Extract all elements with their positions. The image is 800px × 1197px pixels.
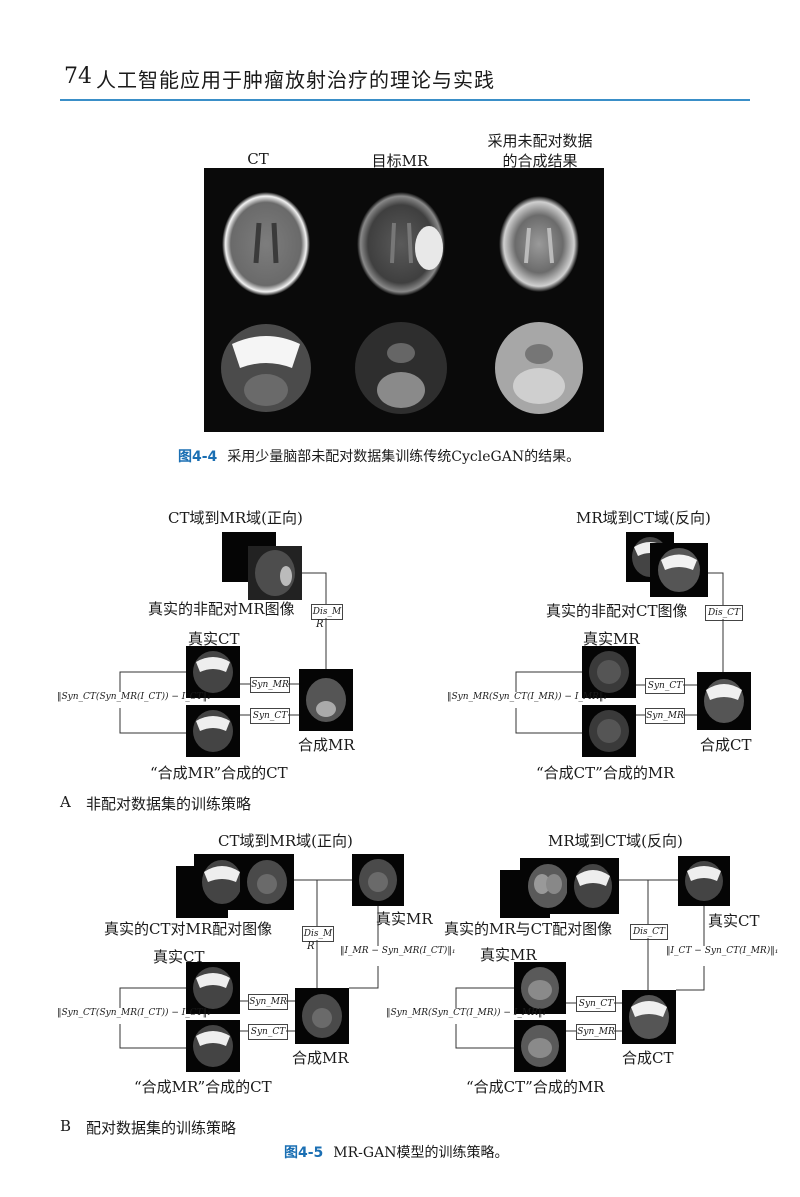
figA-left-synth-mr-label: 合成MR [298,736,355,754]
figA-right-syn-mr-box[interactable]: Syn_MR [645,708,685,724]
figB-left-bottom-label: “合成MR”合成的CT [134,1078,272,1096]
figA-left-mr-tile-front [248,546,302,600]
figA-right-cycle-mr-tile [582,705,636,757]
figB-right-synth-ct-label: 合成CT [622,1049,674,1067]
col-header-ct: CT [247,150,269,168]
figB-left-pair-formula: ‖I_MR − Syn_MR(I_CT)‖₁ [340,946,456,956]
figA-left-dis-box: Dis_M [311,604,343,620]
figA-right-syn-ct-box[interactable]: Syn_CT [645,678,685,694]
figB-left-cycle-ct-tile [186,1020,240,1072]
figB-right-title: MR域到CT域(反向) [548,832,683,850]
figA-right-synth-ct-label: 合成CT [700,736,752,754]
figA-left-synth-mr-tile [299,669,353,731]
figA-right-ct-tile-front [650,543,708,597]
figB-right-syn-ct-box[interactable]: Syn_CT [576,996,616,1012]
figA-right-real-mr-label: 真实MR [583,630,640,648]
col-header-synth-1: 采用未配对数据 [487,132,593,150]
figA-right-synth-ct-tile [697,672,751,730]
figB-right-real-mr-label: 真实MR [480,946,537,964]
figA-left-real-ct-label: 真实CT [188,630,240,648]
figB-right-real-ct-label: 真实CT [708,912,760,930]
header-rule [60,99,750,101]
figure-4-4-caption: 图4-4 采用少量脑部未配对数据集训练传统CycleGAN的结果。 [178,446,580,466]
figB-right-target-ct-tile [678,856,730,906]
figB-right-cycle-formula: ‖Syn_MR(Syn_CT(I_MR)) − I_MR‖₁ [386,1008,546,1018]
figB-right-pair-tile-3 [567,858,619,914]
figB-left-real-ct-label: 真实CT [153,948,205,966]
figB-left-syn-mr-box[interactable]: Syn_MR [248,994,288,1010]
figB-right-pair-tile-2 [520,858,576,914]
figB-left-syn-ct-box[interactable]: Syn_CT [248,1024,288,1040]
figA-right-dis-box: Dis_CT [705,605,743,621]
figA-left-syn-mr-box[interactable]: Syn_MR [250,677,290,693]
figB-right-cycle-mr-tile [514,1020,566,1072]
figB-left-synth-mr-label: 合成MR [292,1049,349,1067]
figA-left-cycle-formula: ‖Syn_CT(Syn_MR(I_CT)) − I_CT‖₁ [57,692,211,702]
figB-right-real-mr-tile [514,962,566,1014]
figB-left-pair-label: 真实的CT对MR配对图像 [104,920,273,938]
figB-right-dis-box: Dis_CT [630,924,668,940]
figA-left-title: CT域到MR域(正向) [168,509,303,527]
caption-label: 图4-4 [178,449,218,465]
figB-left-target-mr-tile [352,854,404,906]
figB-left-synth-mr-tile [295,988,349,1044]
figA-right-real-unpaired-label: 真实的非配对CT图像 [546,602,688,620]
figB-right-bottom-label: “合成CT”合成的MR [466,1078,605,1096]
page-number: 74 [64,64,92,89]
figB-right-pair-label: 真实的MR与CT配对图像 [444,920,613,938]
col-header-synth-2: 的合成结果 [502,152,578,170]
section-b-letter: B [60,1117,72,1135]
section-a-text: 非配对数据集的训练策略 [86,795,252,813]
figA-right-cycle-formula: ‖Syn_MR(Syn_CT(I_MR)) − I_MR‖₁ [447,692,607,702]
figure-4-4-image-grid [204,168,604,432]
figB-left-dis-box: Dis_M [302,926,334,942]
figA-left-syn-ct-box[interactable]: Syn_CT [250,708,290,724]
running-title: 人工智能应用于肿瘤放射治疗的理论与实践 [96,68,495,92]
figA-left-r-label: R [316,619,324,630]
figA-right-bottom-label: “合成CT”合成的MR [536,764,675,782]
figB-right-syn-mr-box[interactable]: Syn_MR [576,1024,616,1040]
figure-4-5-caption: 图4-5 MR-GAN模型的训练策略。 [284,1142,508,1162]
figB-left-title: CT域到MR域(正向) [218,832,353,850]
figA-right-real-mr-tile [582,646,636,698]
figB-left-real-mr-label: 真实MR [376,910,433,928]
figB-right-pair-formula: ‖I_CT − Syn_CT(I_MR)‖₁ [666,946,779,956]
col-header-target-mr: 目标MR [371,152,429,170]
figA-left-real-unpaired-label: 真实的非配对MR图像 [148,600,295,618]
caption-label-4-5: 图4-5 [284,1145,324,1161]
section-a-letter: A [60,793,71,811]
figA-left-cycle-ct-tile [186,705,240,757]
figB-left-pair-tile-3 [240,854,294,910]
figB-left-real-ct-tile [186,962,240,1014]
caption-text: 采用少量脑部未配对数据集训练传统CycleGAN的结果。 [227,449,581,465]
caption-text-4-5: MR-GAN模型的训练策略。 [333,1145,509,1161]
figA-left-bottom-label: “合成MR”合成的CT [150,764,288,782]
figA-left-real-ct-tile [186,646,240,698]
figA-right-title: MR域到CT域(反向) [576,509,711,527]
figB-left-r-label: R [307,941,315,952]
figB-left-cycle-formula: ‖Syn_CT(Syn_MR(I_CT)) − I_CT‖₁ [57,1008,211,1018]
figB-right-synth-ct-tile [622,990,676,1044]
section-b-text: 配对数据集的训练策略 [86,1119,237,1137]
brain-scans-grid [221,192,583,414]
